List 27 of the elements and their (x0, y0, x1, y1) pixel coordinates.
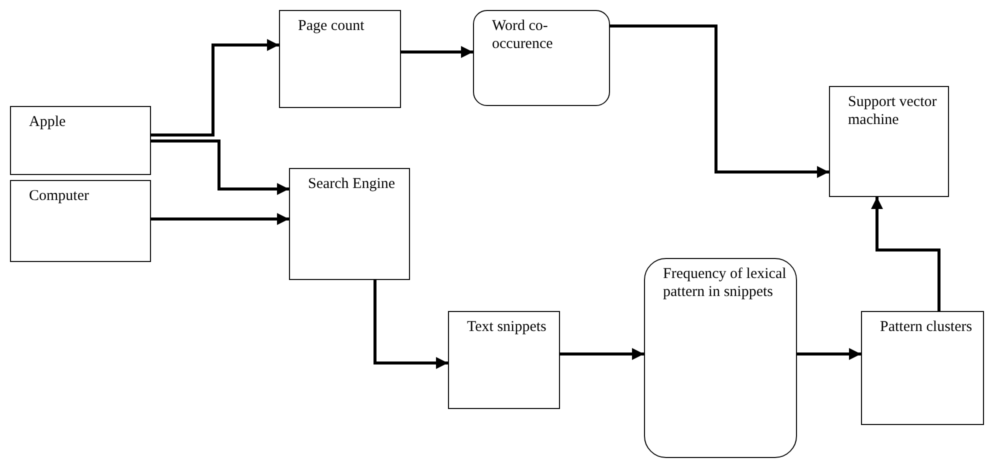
box-label: Apple (29, 113, 66, 131)
arrow (610, 24, 829, 178)
box-label: Frequency of lexical pattern in snippets (663, 265, 788, 301)
arrow (401, 46, 473, 58)
process-box (448, 311, 560, 409)
process-box (289, 168, 410, 280)
process-box (10, 180, 151, 262)
arrow (797, 348, 861, 360)
box-label: Text snippets (467, 318, 546, 336)
rounded-process-box (644, 258, 797, 458)
box-label: Computer (29, 187, 89, 205)
process-box (10, 106, 151, 175)
arrow (374, 280, 448, 369)
box-label: Support vector machine (848, 93, 938, 129)
box-label: Search Engine (308, 175, 396, 193)
box-label: Word co-occurence (492, 17, 554, 53)
arrow (151, 140, 289, 195)
arrow (871, 197, 940, 311)
arrow (151, 213, 289, 225)
box-label: Pattern clusters (880, 318, 972, 336)
process-box (829, 86, 949, 197)
rounded-process-box (473, 10, 610, 106)
arrow (560, 348, 644, 360)
box-label: Page count (298, 17, 364, 35)
process-box (861, 311, 984, 425)
arrow (151, 39, 279, 136)
process-box (279, 10, 401, 108)
